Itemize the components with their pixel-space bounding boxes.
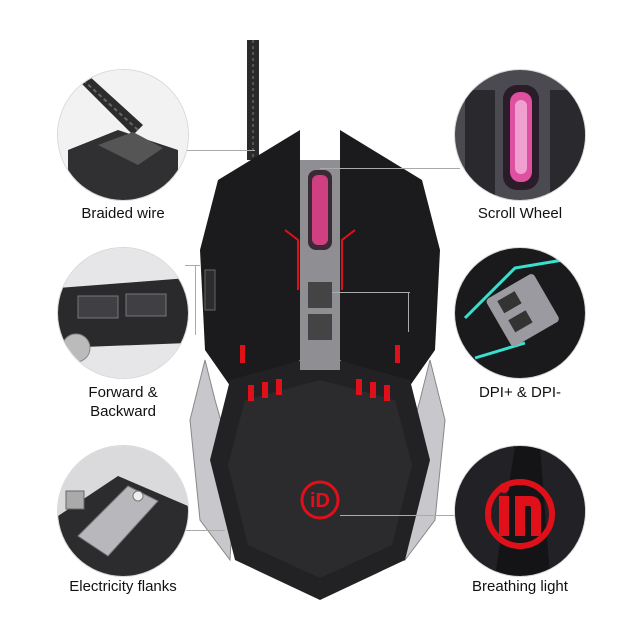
leader-line-dpi-v (408, 292, 409, 332)
callout-electricity-flanks (58, 446, 188, 576)
feature-label-forward-backward: Forward & Backward (88, 384, 158, 420)
callout-scroll-wheel (455, 70, 585, 200)
leader-line-electricity-flanks (185, 530, 225, 531)
feature-label-dpi: DPI+ & DPI- (478, 384, 562, 401)
callout-dpi (455, 248, 585, 378)
feature-label-breathing-light: Breathing light (472, 578, 568, 595)
leader-line-scroll-wheel (320, 168, 460, 169)
leader-line-dpi (332, 292, 410, 293)
feature-label-electricity-flanks: Electricity flanks (69, 578, 177, 595)
leader-line-forward-backward-v (195, 265, 196, 335)
callout-breathing-light (455, 446, 585, 576)
feature-label-braided-wire: Braided wire (81, 205, 165, 222)
callout-braided-wire (58, 70, 188, 200)
leader-line-forward-backward (185, 265, 200, 266)
brand-logo: iD (310, 490, 330, 512)
feature-label-scroll-wheel: Scroll Wheel (477, 205, 563, 222)
leader-line-braided-wire (185, 150, 255, 151)
leader-line-breathing-light (340, 515, 460, 516)
callout-forward-backward (58, 248, 188, 378)
